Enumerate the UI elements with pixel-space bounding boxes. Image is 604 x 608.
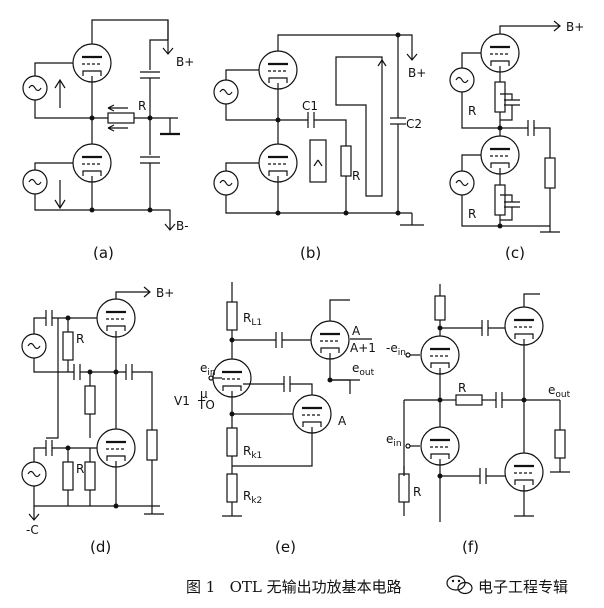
wechat-icon [446, 575, 473, 595]
label-e-v1: V1 [174, 394, 190, 408]
label-e-to: TO [197, 398, 215, 412]
label-e-a-bottom: A+1 [350, 341, 376, 355]
source-a-lower [22, 169, 48, 195]
watermark: 电子工程专辑 [446, 575, 568, 596]
circuit-a: B+ B- R (a) [22, 19, 194, 262]
label-a-bminus: B- [176, 219, 189, 233]
label-e-ein-sub: in [207, 368, 215, 378]
label-a-bplus: B+ [176, 55, 194, 69]
label-c-rk2: R [468, 207, 476, 221]
source-b-lower [213, 170, 239, 196]
label-e-mu: μ [200, 387, 208, 401]
label-b-bplus: B+ [408, 66, 426, 80]
label-e-rl1-sub: L1 [251, 318, 262, 328]
label-b-c1: C1 [302, 99, 318, 113]
label-f-ein-top: -ein [386, 341, 406, 358]
label-f-rf: R [458, 381, 466, 395]
resistor-f-load [554, 429, 566, 459]
resistor-a-r [107, 112, 135, 124]
resistor-d-r1 [62, 331, 74, 361]
label-d-r2: R [76, 462, 84, 476]
subfig-label-c: (c) [505, 244, 525, 262]
subfig-label-d: (d) [90, 538, 111, 556]
label-e-eout-sub: out [359, 368, 374, 378]
label-f-ein-top-main: -e [386, 341, 398, 355]
subfig-label-b: (b) [300, 244, 321, 262]
label-f-rk: R [413, 485, 421, 499]
label-e-rk1-main: R [243, 444, 251, 458]
circuit-e: RL1 A A+1 ein eout μ V1 TO A Rk1 Rk2 (e) [174, 282, 376, 556]
label-f-eout: eout [548, 383, 571, 400]
label-e-rk2-main: R [243, 489, 251, 503]
label-e-ein-main: e [200, 361, 207, 375]
circuit-f: -ein R eout ein R (f) [386, 284, 571, 556]
watermark-text: 电子工程专辑 [478, 578, 568, 596]
label-c-rk1: R [468, 104, 476, 118]
loop-b-right [335, 56, 383, 197]
figure-caption: 图 1 OTL 无输出功放基本电路 [186, 578, 402, 596]
label-e-rk1-sub: k1 [251, 451, 262, 461]
loop-b-left [309, 139, 327, 183]
source-d-lower [21, 461, 47, 487]
source-c-upper [449, 67, 475, 93]
label-f-ein-sub: in [393, 439, 401, 449]
resistor-f-rf [455, 394, 483, 406]
resistor-c-rk1 [494, 81, 506, 113]
subfig-label-a: (a) [93, 244, 114, 262]
subfig-label-e: (e) [275, 538, 296, 556]
label-b-rl: R [352, 169, 360, 183]
label-e-rl1-main: R [243, 311, 251, 325]
label-f-ein-main: e [386, 432, 393, 446]
label-e-a-top: A [352, 324, 361, 338]
label-f-eout-sub: out [555, 390, 570, 400]
circuit-c: B+ R R (c) [449, 20, 584, 262]
subfig-label-f: (f) [462, 538, 479, 556]
resistor-e-rk1 [226, 427, 238, 457]
resistor-b-rl [340, 145, 352, 177]
label-f-eout-main: e [548, 383, 555, 397]
resistor-f-rk [398, 473, 410, 503]
resistor-d-mid [84, 385, 96, 415]
resistor-e-rk2 [226, 473, 238, 503]
source-b-upper [213, 79, 239, 105]
resistor-e-rl1 [226, 301, 238, 331]
resistor-c-rk2 [494, 184, 506, 216]
circuit-b: B+ C1 C2 R (b) [213, 32, 426, 262]
label-d-bplus: B+ [156, 286, 174, 300]
label-e-rk2-sub: k2 [251, 496, 262, 506]
label-e-eout: eout [352, 361, 375, 378]
resistor-d-r2 [62, 461, 74, 491]
resistor-d-load [146, 429, 158, 461]
label-e-rl1: RL1 [243, 311, 262, 328]
label-e-ein: ein [200, 361, 216, 378]
label-c-bplus: B+ [566, 20, 584, 34]
label-b-c2: C2 [406, 117, 422, 131]
label-e-rk2: Rk2 [243, 489, 262, 506]
resistor-d-lower [84, 461, 96, 491]
source-c-lower [449, 170, 475, 196]
label-e-eout-main: e [352, 361, 359, 375]
circuit-d: B+ R R -C (d) [21, 286, 174, 556]
resistor-f-top [434, 295, 446, 321]
label-a-r: R [138, 99, 146, 113]
resistor-c-load [544, 157, 556, 189]
label-e-a: A [338, 414, 347, 428]
label-d-negc: -C [26, 523, 39, 537]
label-e-rk1: Rk1 [243, 444, 262, 461]
label-d-r1: R [76, 332, 84, 346]
label-f-ein: ein [386, 432, 402, 449]
source-d-upper [21, 333, 47, 359]
label-f-ein-top-sub: in [398, 348, 406, 358]
source-a-upper [22, 75, 48, 101]
